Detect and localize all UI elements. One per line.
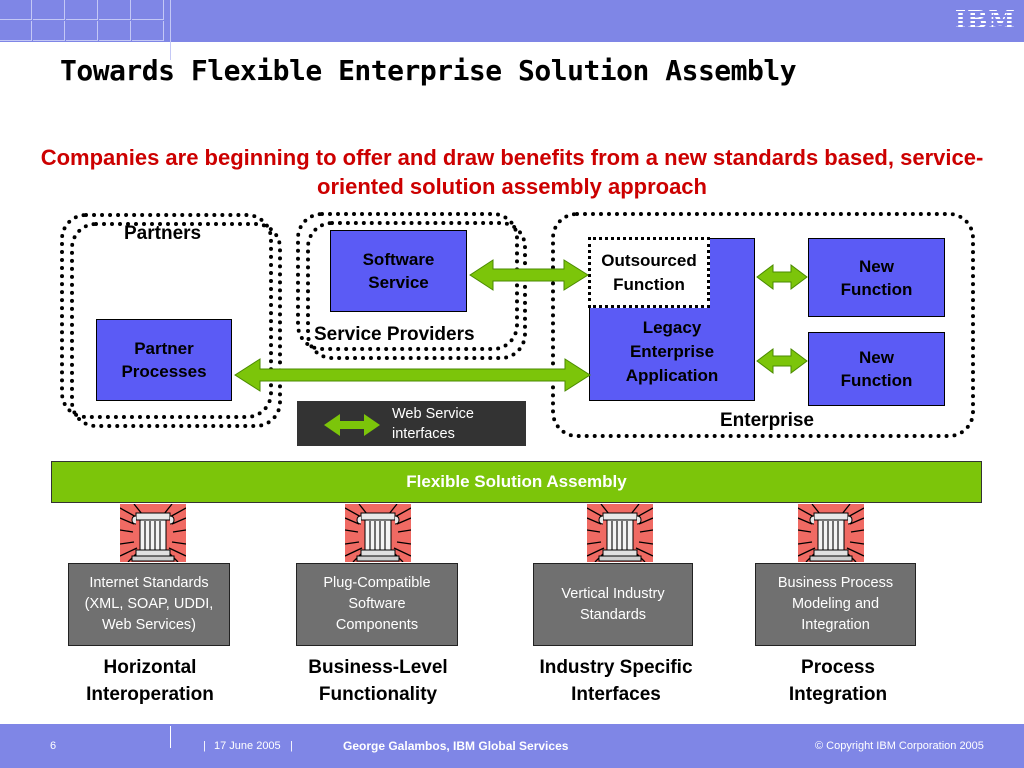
flexible-solution-assembly-bar: Flexible Solution Assembly — [51, 461, 982, 503]
horizontal-interoperation-label: Horizontal Interoperation — [86, 657, 214, 705]
ibm-logo: IBM — [954, 5, 1016, 34]
header-grid-cell — [33, 0, 65, 20]
legend-label: Web Service interfaces — [392, 406, 474, 442]
enterprise-outline — [551, 212, 975, 438]
header-grid-cell — [0, 0, 32, 20]
service-providers-label: Service Providers — [314, 324, 475, 345]
slide-title: Towards Flexible Enterprise Solution Ass… — [60, 54, 797, 87]
footer-divider — [170, 726, 171, 748]
header-grid-cell — [99, 0, 131, 20]
header-grid-cell — [0, 21, 32, 41]
partners-group-outline-shadow — [70, 222, 282, 428]
footer-date: 17 June 2005 — [214, 740, 281, 752]
header-grid-cell — [132, 0, 164, 20]
business-process-box: Business Process Modeling and Integratio… — [755, 563, 916, 646]
partner-processes-box: Partner Processes — [96, 319, 232, 401]
service-providers-outline-shadow — [306, 221, 527, 360]
process-integration-label: Process Integration — [788, 657, 888, 705]
enterprise-label: Enterprise — [720, 410, 814, 431]
header-grid-cell — [33, 21, 65, 41]
internet-standards-box: Internet Standards (XML, SOAP, UDDI, Web… — [68, 563, 230, 646]
software-service-box: Software Service — [330, 230, 467, 312]
vertical-industry-box: Vertical Industry Standards — [533, 563, 693, 646]
double-arrow-icon — [324, 414, 380, 436]
footer-author: George Galambos, IBM Global Services — [343, 739, 569, 753]
header-grid-cell — [66, 0, 98, 20]
arrow-legacy-to-newfunc-2 — [756, 348, 808, 374]
header-divider — [170, 0, 171, 60]
slide-subtitle: Companies are beginning to offer and dra… — [40, 145, 984, 199]
new-function-box-2: New Function — [808, 332, 945, 406]
arrow-partner-to-legacy — [234, 358, 591, 392]
partners-group-outline — [60, 213, 273, 419]
header-grid-cell — [132, 21, 164, 41]
arrow-legacy-to-newfunc-1 — [756, 264, 808, 290]
page-number: 6 — [50, 740, 57, 752]
pillar-icon — [345, 504, 411, 562]
new-function-box-1: New Function — [808, 238, 945, 317]
header-grid-cell — [99, 21, 131, 41]
header-grid-cell — [66, 21, 98, 41]
industry-specific-interfaces-label: Industry Specific Interfaces — [539, 657, 693, 705]
pillar-icon — [120, 504, 186, 562]
partners-label: Partners — [124, 223, 202, 244]
arrow-software-to-outsourced — [469, 259, 589, 291]
pillar-icon — [587, 504, 653, 562]
pillar-icon — [798, 504, 864, 562]
business-level-functionality-label: Business-Level Functionality — [308, 657, 448, 705]
outsourced-function-box: Outsourced Function — [588, 237, 710, 308]
footer-pipe-left: | — [203, 740, 206, 752]
plug-compatible-box: Plug-Compatible Software Components — [296, 563, 458, 646]
legacy-app-label: Legacy Enterprise Application — [625, 318, 719, 385]
footer-pipe-right: | — [290, 740, 293, 752]
footer-copyright: © Copyright IBM Corporation 2005 — [815, 740, 984, 752]
